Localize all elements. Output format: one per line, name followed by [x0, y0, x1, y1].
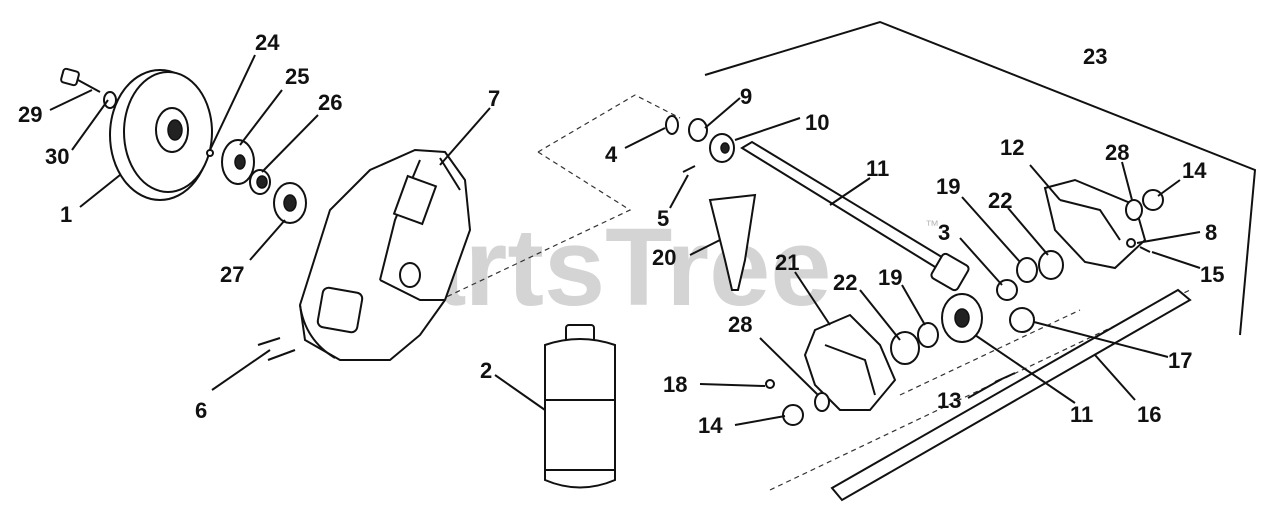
callout-17: 17: [1168, 348, 1192, 373]
trademark-mark: ™: [925, 217, 939, 233]
callout-21: 21: [775, 250, 799, 275]
callout-18: 18: [663, 372, 687, 397]
callout-29: 29: [18, 102, 42, 127]
grease-tube-20: [708, 193, 757, 291]
screw-15: [1139, 246, 1151, 253]
callout-27: 27: [220, 262, 244, 287]
washer-19-lower: [917, 322, 939, 348]
callout-28-lower: 28: [728, 312, 752, 337]
callout-14-upper: 14: [1182, 158, 1207, 183]
callout-13: 13: [937, 388, 961, 413]
washer-14-upper: [1142, 189, 1164, 211]
assembly-bracket-23: [704, 20, 1257, 336]
leader-lines: [49, 54, 1201, 426]
worm-gear-11: [941, 293, 983, 343]
callout-10: 10: [805, 110, 829, 135]
callout-22-lower: 22: [833, 270, 857, 295]
housing-7: [298, 148, 472, 361]
worm-shaft-11: [740, 140, 970, 292]
callout-25: 25: [285, 64, 309, 89]
callout-1: 1: [60, 202, 72, 227]
oil-bottle-2: [544, 324, 616, 489]
assembly-dash-lines: [439, 94, 681, 301]
bearing-22-lower: [890, 331, 920, 365]
callout-11-upper: 11: [866, 156, 889, 181]
callout-16: 16: [1137, 402, 1161, 427]
seal-28-upper: [1125, 199, 1143, 221]
washer-9: [688, 118, 708, 142]
callout-6: 6: [195, 398, 207, 423]
callout-23: 23: [1083, 44, 1107, 69]
key-24: [206, 149, 214, 157]
callout-3: 3: [938, 220, 950, 245]
callout-8: 8: [1205, 220, 1217, 245]
callout-19-upper: 19: [936, 174, 960, 199]
callout-5: 5: [657, 206, 669, 231]
bearing-22-upper: [1038, 250, 1064, 280]
callout-4: 4: [605, 142, 618, 167]
fitting-8: [1126, 238, 1136, 248]
key-5: [682, 165, 696, 173]
collar-10: [709, 133, 735, 163]
bearing-26: [249, 169, 271, 195]
callout-9: 9: [740, 84, 752, 109]
shaft-16: [830, 288, 1192, 502]
washer-14-lower: [782, 404, 804, 426]
pulley-1: [109, 69, 213, 201]
callout-15: 15: [1200, 262, 1224, 287]
callout-30: 30: [45, 144, 69, 169]
hub-25: [221, 139, 255, 185]
fitting-18: [765, 379, 775, 389]
callout-14-lower: 14: [698, 413, 723, 438]
seal-4: [665, 115, 679, 135]
gear-housing-21: [803, 313, 897, 411]
callout-11-lower: 11: [1070, 402, 1093, 427]
seal-28-lower: [814, 392, 830, 412]
bushing-17: [1009, 307, 1035, 333]
callout-26: 26: [318, 90, 342, 115]
callout-22-upper: 22: [988, 188, 1012, 213]
callout-28-upper: 28: [1105, 140, 1129, 165]
callout-20: 20: [652, 245, 676, 270]
flange-27: [273, 182, 307, 224]
callout-2: 2: [480, 358, 492, 383]
bolt-29: [60, 67, 101, 93]
callout-24: 24: [255, 30, 280, 55]
callout-7: 7: [488, 86, 500, 111]
washer-30: [103, 91, 117, 109]
washer-19-upper: [1016, 257, 1038, 283]
pins-6: [257, 337, 296, 361]
callout-19-lower: 19: [878, 265, 902, 290]
gear-housing-12: [1043, 178, 1147, 270]
callout-labels: 29 30 1 24 25 26 27 7 6 2 4 9 10 5 20 11…: [18, 30, 1224, 438]
callout-12: 12: [1000, 135, 1024, 160]
